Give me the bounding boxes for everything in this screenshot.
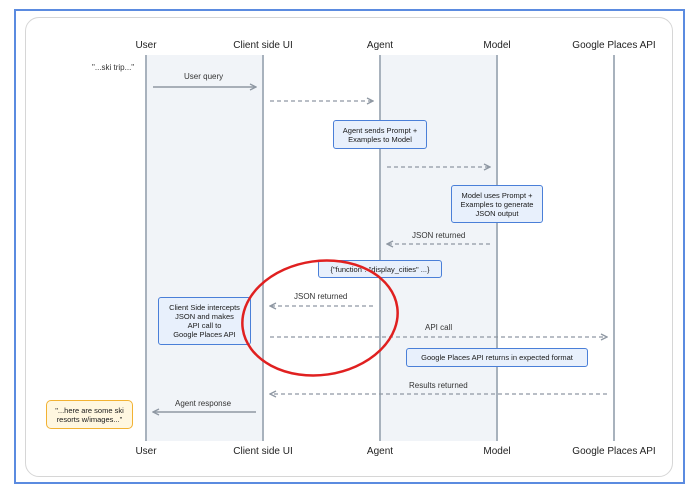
actor-top-places: Google Places API [572,40,656,51]
actor-top-client: Client side UI [233,40,293,51]
lifeline-client [262,55,264,441]
label-json-returned-model: JSON returned [412,231,466,240]
note-agent-sends: Agent sends Prompt + Examples to Model [333,120,427,149]
label-results-returned: Results returned [409,381,468,390]
actor-bottom-model: Model [483,446,511,457]
actor-top-user: User [135,40,157,51]
note-client-intercepts: Client Side intercepts JSON and makes AP… [158,297,251,345]
actor-top-agent: Agent [366,40,394,51]
lifeline-agent [379,55,381,441]
lifeline-user [145,55,147,441]
lane-model [380,55,497,441]
lifeline-model [496,55,498,441]
highlight-circle [241,259,399,377]
actor-bottom-agent: Agent [366,446,394,457]
actor-bottom-client: Client side UI [233,446,293,457]
label-api-call: API call [425,323,453,332]
actor-bottom-user: User [135,446,157,457]
actor-top-model: Model [483,40,511,51]
label-agent-response: Agent response [175,399,232,408]
lane-client [146,55,263,441]
note-places-returns: Google Places API returns in expected fo… [406,348,588,367]
diagram-canvas [25,17,673,477]
label-json-returned-agent: JSON returned [294,292,348,301]
actor-bottom-places: Google Places API [572,446,656,457]
lifeline-places [613,55,615,441]
label-user-query: User query [184,72,224,81]
note-model-uses: Model uses Prompt + Examples to generate… [451,185,543,223]
note-final-response: "...here are some ski resorts w/images..… [46,400,133,429]
user-utterance: "...ski trip..." [92,63,135,72]
